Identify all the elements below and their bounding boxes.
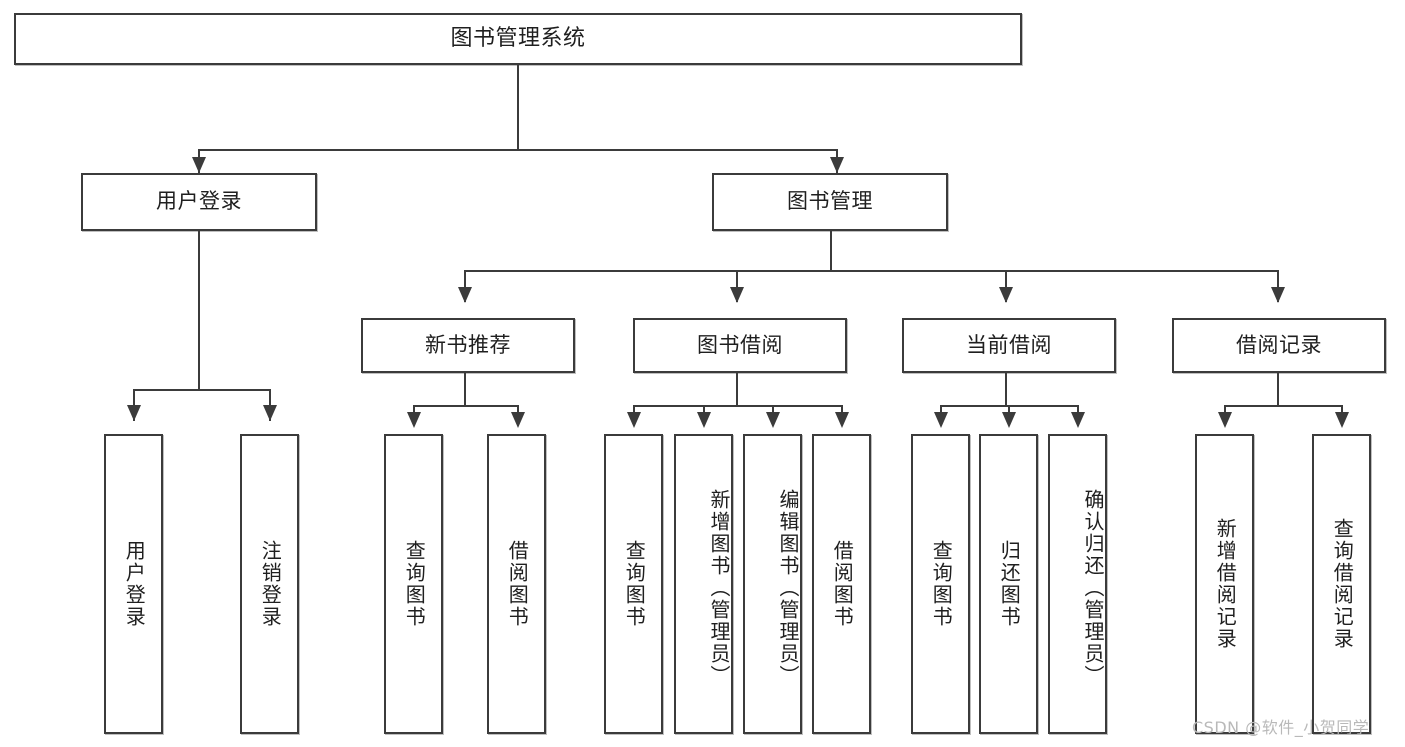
- connector-to-new-book-recommend: [464, 270, 466, 302]
- leaf-add-book-admin[interactable]: 新增图书（管理员）: [674, 434, 733, 734]
- node-current-borrow[interactable]: 当前借阅: [902, 318, 1116, 373]
- arrow-head-icon: [697, 412, 711, 428]
- leaf-query-book-recommend[interactable]: 查询图书: [384, 434, 443, 734]
- connector-book-manage-stem: [830, 231, 832, 272]
- node-new-book-recommend[interactable]: 新书推荐: [361, 318, 575, 373]
- node-label: 用户登录: [156, 189, 242, 214]
- node-label: 当前借阅: [966, 332, 1052, 357]
- node-label: 图书借阅: [697, 332, 783, 357]
- node-book-borrow[interactable]: 图书借阅: [633, 318, 847, 373]
- leaf-query-book-current[interactable]: 查询图书: [911, 434, 970, 734]
- node-label: 归还图书: [997, 540, 1022, 628]
- arrow-head-icon: [458, 287, 472, 303]
- connector-to-borrow-record: [1277, 270, 1279, 302]
- connector-new-book-recommend-bus: [413, 405, 517, 407]
- leaf-edit-book-admin[interactable]: 编辑图书（管理员）: [743, 434, 802, 734]
- arrow-head-icon: [730, 287, 744, 303]
- node-label: 图书管理系统: [450, 25, 586, 51]
- leaf-query-borrow-record[interactable]: 查询借阅记录: [1312, 434, 1371, 734]
- arrow-head-icon: [1218, 412, 1232, 428]
- arrow-head-icon: [407, 412, 421, 428]
- node-borrow-record[interactable]: 借阅记录: [1172, 318, 1386, 373]
- node-label: 借阅图书: [830, 540, 855, 628]
- leaf-user-login[interactable]: 用户登录: [104, 434, 163, 734]
- node-label: 新增图书（管理员）: [707, 489, 731, 687]
- node-book-manage[interactable]: 图书管理: [712, 173, 948, 231]
- leaf-logout-login[interactable]: 注销登录: [240, 434, 299, 734]
- connector-borrow-record-stem: [1277, 373, 1279, 407]
- connector-new-book-recommend-stem: [464, 373, 466, 407]
- connector-to-current-borrow: [1005, 270, 1007, 302]
- connector-borrow-record-bus: [1224, 405, 1341, 407]
- node-label: 确认归还（管理员）: [1081, 489, 1105, 687]
- node-label: 用户登录: [122, 540, 147, 628]
- arrow-head-icon: [1271, 287, 1285, 303]
- node-label: 新书推荐: [425, 332, 511, 357]
- arrow-head-icon: [999, 287, 1013, 303]
- connector-to-book-borrow: [736, 270, 738, 302]
- arrow-head-icon: [511, 412, 525, 428]
- leaf-borrow-book-recommend[interactable]: 借阅图书: [487, 434, 546, 734]
- connector-root-stem: [517, 65, 519, 150]
- leaf-borrow-book-borrow[interactable]: 借阅图书: [812, 434, 871, 734]
- connector-user-login-stem: [198, 231, 200, 391]
- connector-user-login-bus: [133, 389, 269, 391]
- arrow-head-icon: [192, 157, 206, 173]
- node-label: 借阅记录: [1236, 332, 1322, 357]
- arrow-head-icon: [1335, 412, 1349, 428]
- arrow-head-icon: [627, 412, 641, 428]
- node-label: 查询借阅记录: [1330, 518, 1355, 650]
- node-label: 查询图书: [402, 540, 427, 628]
- connector-root-bus: [198, 149, 836, 151]
- connector-current-borrow-stem: [1005, 373, 1007, 407]
- leaf-query-book-borrow[interactable]: 查询图书: [604, 434, 663, 734]
- arrow-head-icon: [263, 405, 277, 421]
- node-label: 查询图书: [929, 540, 954, 628]
- node-user-login[interactable]: 用户登录: [81, 173, 317, 231]
- node-root-book-management-system[interactable]: 图书管理系统: [14, 13, 1022, 65]
- node-label: 借阅图书: [505, 540, 530, 628]
- leaf-add-borrow-record[interactable]: 新增借阅记录: [1195, 434, 1254, 734]
- arrow-head-icon: [1002, 412, 1016, 428]
- connector-book-borrow-bus: [633, 405, 843, 407]
- leaf-confirm-return-admin[interactable]: 确认归还（管理员）: [1048, 434, 1107, 734]
- arrow-head-icon: [835, 412, 849, 428]
- node-label: 注销登录: [258, 540, 283, 628]
- arrow-head-icon: [127, 405, 141, 421]
- leaf-return-book[interactable]: 归还图书: [979, 434, 1038, 734]
- arrow-head-icon: [766, 412, 780, 428]
- node-label: 查询图书: [622, 540, 647, 628]
- node-label: 编辑图书（管理员）: [776, 489, 800, 687]
- connector-book-manage-bus: [464, 270, 1277, 272]
- arrow-head-icon: [934, 412, 948, 428]
- arrow-head-icon: [1071, 412, 1085, 428]
- node-label: 新增借阅记录: [1213, 518, 1238, 650]
- connector-book-borrow-stem: [736, 373, 738, 407]
- node-label: 图书管理: [787, 189, 873, 214]
- arrow-head-icon: [830, 157, 844, 173]
